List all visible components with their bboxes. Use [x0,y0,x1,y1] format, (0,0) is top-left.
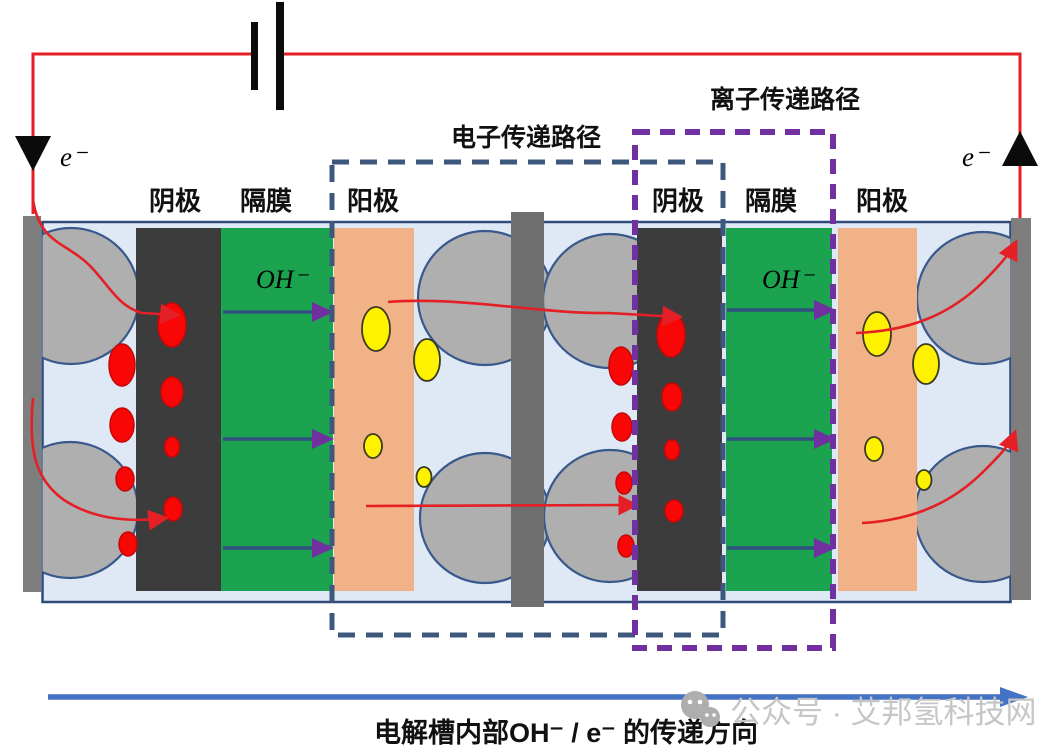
red-bubble [664,499,684,523]
red-bubble [663,439,681,461]
end-plate-right [1011,218,1031,600]
red-bubble [163,496,183,522]
electron-path-curve [365,494,640,516]
red-bubble [115,466,135,492]
yellow-bubble [912,343,940,385]
yellow-bubble [413,338,441,382]
watermark: 公众号 · 艾邦氢科技网 [681,691,1037,730]
bottom-arrowhead-icon [1000,687,1028,707]
oh-ion-arrowhead-icon [312,538,334,558]
cathode-layer [637,228,722,591]
electron-label-left: e⁻ [60,142,88,172]
oh-ion-arrowhead-icon [312,302,334,322]
watermark-text: 公众号 · 艾邦氢科技网 [730,695,1037,730]
electron-path-curve [861,429,1019,525]
electron-path-curve [387,299,684,327]
ion-path-box-label: 离子传递路径 [710,85,860,114]
wire-left [31,52,251,214]
battery-long-plate [276,2,284,110]
electron-label-right: e⁻ [962,142,990,172]
electron-up-arrow-icon [1002,131,1038,166]
red-bubble [163,436,181,458]
anode-layer [838,228,917,591]
membrane-layer [221,228,333,591]
membrane-layer [726,228,832,591]
cell1-anode-label: 阳极 [347,186,400,216]
cell2-anode-label: 阳极 [856,186,909,216]
oh-ion-arrows [223,300,836,558]
yellow-bubble [915,469,933,491]
red-bubble [611,412,633,442]
bottom-direction-label: 电解槽内部OH⁻ / e⁻ 的传递方向 [374,717,758,748]
cell1-oh-label: OH⁻ [256,265,310,294]
wechat-icon [681,691,720,727]
electron-path-box [329,159,726,638]
ion-path-box [632,129,836,651]
battery-short-plate [251,22,258,90]
cell-2-layers [637,228,917,591]
red-bubble [615,471,633,495]
cell2-membrane-label: 隔膜 [745,186,797,216]
electron-path-curve [855,239,1018,335]
red-bubble [108,343,136,387]
red-bubble [109,407,135,443]
yellow-bubble [862,311,892,357]
red-bubble [118,531,138,557]
cell2-oh-label: OH⁻ [762,265,816,294]
yellow-bubble [363,433,383,459]
cell-1-layers [136,228,414,591]
red-bubble [656,312,686,358]
battery-icon [251,2,284,110]
bottom-direction-arrow [48,687,1028,707]
red-bubble [661,382,683,412]
separator-plate-center [511,212,544,607]
electron-flow-direction-arrows [15,131,1038,171]
cell1-membrane-label: 隔膜 [240,186,292,216]
red-bubble [608,346,634,386]
electron-path-curve [31,199,182,325]
oh-ion-arrowhead-icon [814,538,836,558]
oh-ion-arrowhead-icon [814,429,836,449]
electron-path-box-label: 电子传递路径 [451,123,601,152]
cell2-cathode-label: 阴极 [652,186,705,216]
electron-down-arrow-icon [15,136,51,171]
cell1-cathode-label: 阴极 [149,186,202,216]
yellow-bubble [361,306,391,352]
red-bubble [617,534,635,558]
oh-ion-arrowhead-icon [312,429,334,449]
gas-bubble-gray [42,440,140,580]
red-bubble [157,302,187,348]
red-bubble [160,376,184,408]
yellow-bubble [864,436,884,462]
cathode-layer [136,228,221,591]
electron-path-curve [30,397,170,531]
anode-layer [334,228,414,591]
oh-ion-arrowhead-icon [814,300,836,320]
yellow-bubble [415,466,433,488]
